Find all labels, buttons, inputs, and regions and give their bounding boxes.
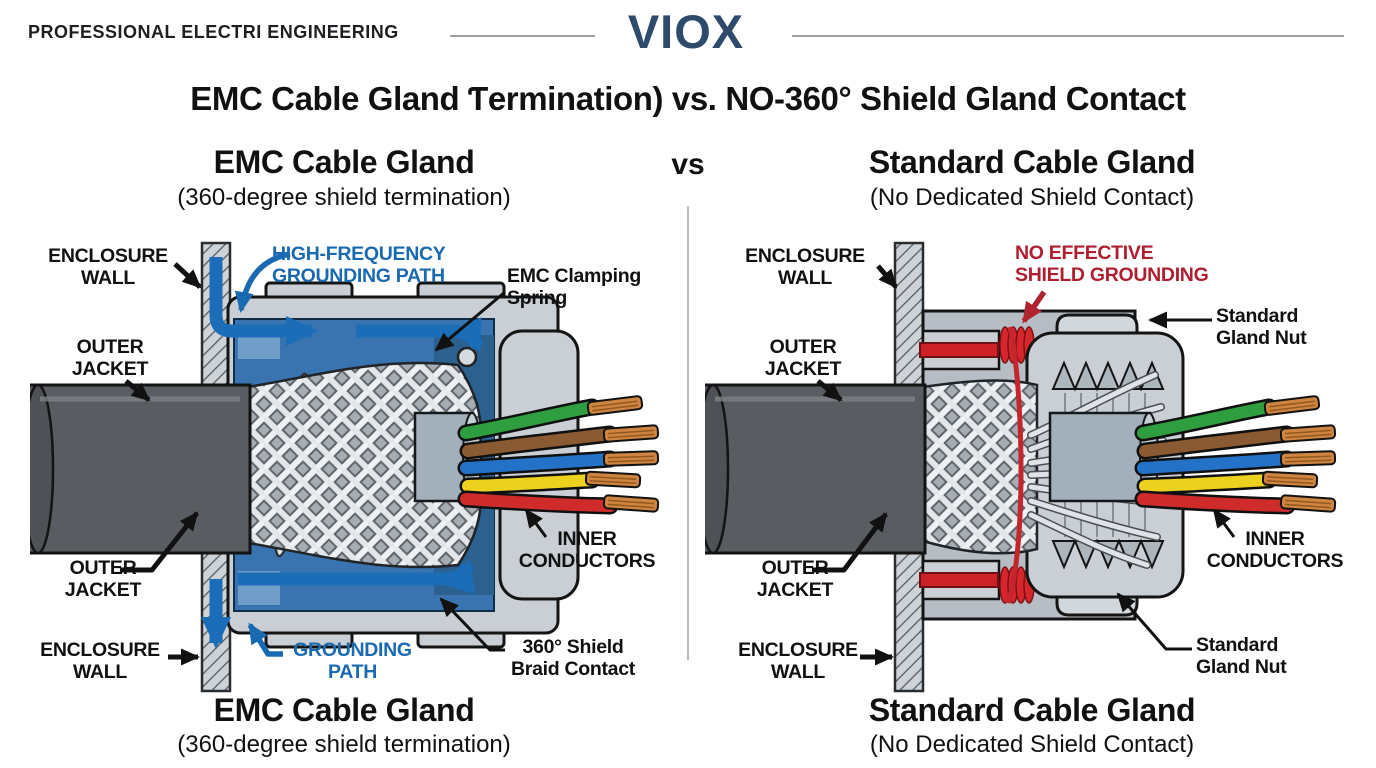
inner-sheath [1048,411,1152,503]
label-shield-braid-contact: 360° Shield Braid Contact [511,636,635,681]
outer-jacket [30,383,252,555]
viox-logo: VIOX [627,5,745,58]
label-emc-clamping-spring: EMC Clamping Spring [507,265,641,310]
red-gasket-top [919,342,999,358]
right-heading: Standard Cable Gland [868,144,1196,180]
left-panel-heading-block: EMC Cable Gland (360-degree shield termi… [0,144,688,212]
label-enclosure-wall-bottom-left: ENCLOSURE WALL [40,639,160,684]
label-no-effective-shield-grounding: NO EFFECTIVE SHIELD GROUNDING [1015,242,1209,287]
inner-conductors [457,398,619,515]
label-outer-jacket-bottom-left: OUTER JACKET [64,557,142,602]
label-outer-jacket-bottom-right: OUTER JACKET [756,557,834,602]
left-caption: EMC Cable Gland [213,692,475,728]
label-standard-gland-nut-top: Standard Gland Nut [1216,305,1307,350]
right-caption: Standard Cable Gland [868,692,1196,728]
outer-jacket [705,383,927,555]
brand-tagline: PROFESSIONAL ELECTRI ENGINEERING [28,22,399,42]
label-outer-jacket-top-right: OUTER JACKET [764,336,842,381]
right-caption-sub: (No Dedicated Shield Contact) [869,731,1195,758]
copper-tips [1261,395,1337,513]
header-rule-right [792,35,1344,37]
label-enclosure-wall-top-right: ENCLOSURE WALL [745,245,865,290]
emc-gland-diagram [30,241,660,693]
vs-label: vs [671,148,705,181]
header-rule-left [450,35,595,37]
right-panel-heading-block: Standard Cable Gland (No Dedicated Shiel… [688,144,1376,212]
emc-clamping-spring [456,346,478,368]
standard-gland-diagram [705,241,1337,693]
left-subheading: (360-degree shield termination) [177,184,511,211]
inner-conductors [1134,398,1296,515]
panel-divider [687,206,689,660]
label-outer-jacket-top-left: OUTER JACKET [71,336,149,381]
label-grounding-path: GROUNDING PATH [293,639,412,684]
broken-ground-line [1005,326,1024,604]
label-high-frequency-grounding-path: HIGH-FREQUENCY GROUNDING PATH [272,243,446,288]
label-enclosure-wall-bottom-right: ENCLOSURE WALL [738,639,858,684]
page-title: EMC Cable Gland Ƭermination) vs. NO-360°… [190,80,1186,117]
right-caption-block: Standard Cable Gland (No Dedicated Shiel… [688,692,1376,759]
label-standard-gland-nut-bottom: Standard Gland Nut [1196,634,1287,679]
right-subheading: (No Dedicated Shield Contact) [869,184,1195,211]
left-caption-sub: (360-degree shield termination) [177,731,511,758]
label-inner-conductors-left: INNER CONDUCTORS [518,528,656,573]
label-enclosure-wall-top-left: ENCLOSURE WALL [48,245,168,290]
red-gasket-bottom [919,572,999,588]
copper-tips [584,395,660,513]
shield-braid [921,379,1039,555]
left-caption-block: EMC Cable Gland (360-degree shield termi… [0,692,688,759]
label-inner-conductors-right: INNER CONDUCTORS [1206,528,1344,573]
left-heading: EMC Cable Gland [213,144,475,180]
